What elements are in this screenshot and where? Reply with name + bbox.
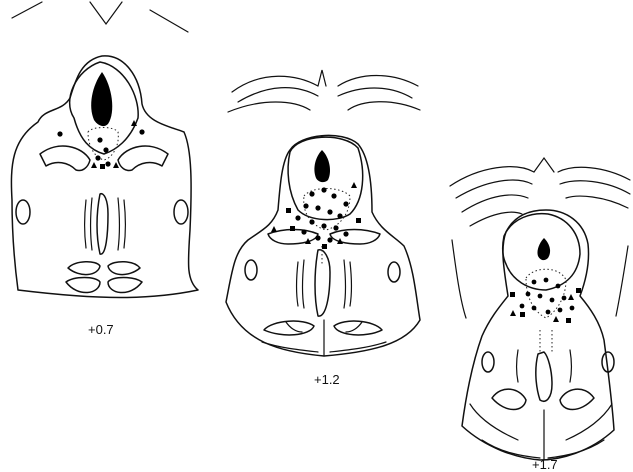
section-plus-0-7: +0.7 [11,2,198,337]
marker-circle [295,215,300,220]
marker-square [510,292,515,297]
section-label-1-7: +1.7 [532,457,558,472]
marker-triangle [510,310,516,316]
marker-circle [337,213,342,218]
section-plus-1-7: +1.7 [450,158,630,472]
marker-circle [97,137,102,142]
left-lateral-oval [245,260,257,280]
right-lateral-oval [174,200,188,224]
marker-triangle [553,316,559,322]
marker-circle [315,235,320,240]
marker-circle [570,306,575,311]
marker-square [356,218,361,223]
cerebellar-folia [228,70,420,112]
marker-circle [532,280,537,285]
marker-circle [103,147,108,152]
marker-circle [327,237,332,242]
marker-triangle [351,182,357,188]
marker-circle [301,229,306,234]
right-transverse-band [330,230,380,245]
marker-circle [538,294,543,299]
markers-section-1-7 [510,278,581,323]
marker-circle [550,298,555,303]
marker-square [322,244,327,249]
ventricle-fill [537,238,550,260]
fiber-tracts [85,194,126,254]
marker-square [520,312,525,317]
marker-circle [331,193,336,198]
cerebellum-top-contour [12,2,188,32]
left-lateral-oval [482,352,494,372]
marker-circle [321,223,326,228]
marker-circle [544,278,549,283]
marker-circle [57,131,62,136]
right-wing [118,146,168,170]
dotted-nucleus-region [88,128,118,161]
midline-column [517,330,572,401]
marker-circle [105,161,110,166]
marker-triangle [113,162,119,168]
ventricle-fill [314,150,330,182]
section-plus-1-2: +1.2 [226,70,420,387]
marker-square [286,208,291,213]
right-lateral-oval [388,262,400,282]
section-outline [462,210,614,460]
marker-circle [95,155,100,160]
marker-circle [532,306,537,311]
marker-circle [343,231,348,236]
left-lateral-oval [16,200,30,224]
marker-circle [309,191,314,196]
basal-pontine-ovals [66,262,142,293]
markers-section-0-7 [57,120,144,169]
marker-square [100,164,105,169]
left-wing [40,146,90,170]
marker-circle [520,304,525,309]
section-label-0-7: +0.7 [88,322,114,337]
marker-circle [556,284,561,289]
marker-circle [315,205,320,210]
fiber-tracts [297,246,352,316]
marker-circle [139,129,144,134]
marker-circle [327,209,332,214]
marker-circle [309,219,314,224]
marker-circle [562,296,567,301]
marker-square [290,226,295,231]
ventricle-fill [91,72,112,126]
marker-square [566,318,571,323]
marker-circle [558,308,563,313]
marker-circle [343,201,348,206]
marker-triangle [91,162,97,168]
marker-triangle [271,226,277,232]
marker-circle [526,292,531,297]
marker-circle [303,203,308,208]
marker-circle [333,225,338,230]
marker-square [576,288,581,293]
section-label-1-2: +1.2 [314,372,340,387]
marker-triangle [568,294,574,300]
marker-circle [321,187,326,192]
marker-circle [546,310,551,315]
